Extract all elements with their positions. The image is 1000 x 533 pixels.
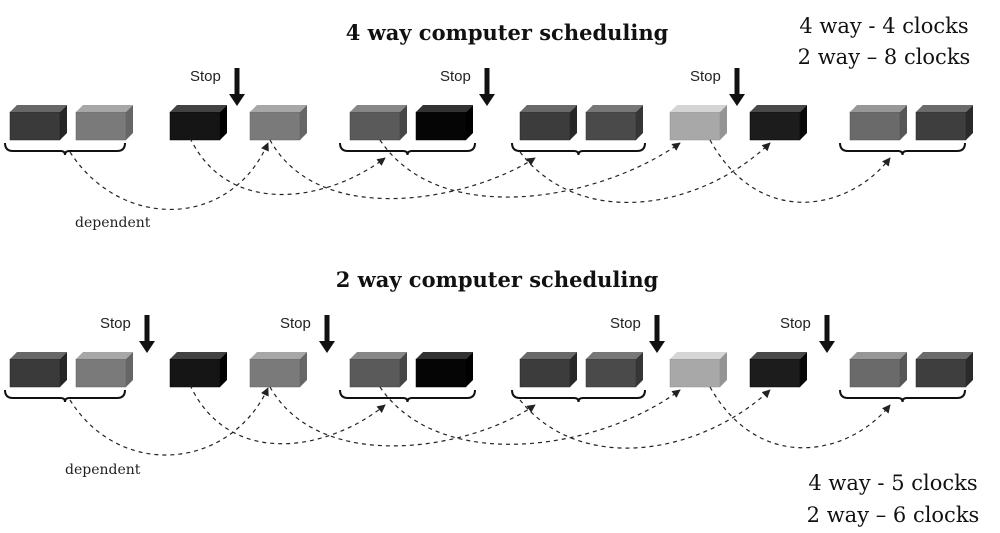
dep-arrow: [519, 142, 771, 204]
instruction-block: [349, 352, 407, 388]
instruction-block: [915, 105, 973, 141]
instruction-block: [349, 105, 407, 141]
instruction-block: [169, 105, 227, 141]
instruction-block: [585, 105, 643, 141]
issue-group-brace: [339, 389, 476, 403]
issue-group-brace: [4, 142, 126, 156]
top-title: 4 way computer scheduling: [346, 20, 669, 45]
bottom-stop-label-1: Stop: [100, 315, 131, 332]
instruction-block: [519, 352, 577, 388]
stop-arrow-icon: [319, 315, 335, 353]
top-stop-label-2: Stop: [440, 68, 471, 85]
stop-arrow-icon: [729, 68, 745, 106]
dep-arrow: [709, 386, 891, 449]
dep-arrow: [269, 139, 536, 200]
dep-arrow: [379, 386, 681, 445]
issue-group-brace: [339, 142, 476, 156]
bottom-stop-label-4: Stop: [780, 315, 811, 332]
top-stop-label-3: Stop: [690, 68, 721, 85]
bottom-section: 2 way computer scheduling Stop Stop Stop…: [4, 267, 980, 527]
dep-arrow: [269, 386, 536, 447]
instruction-block: [9, 105, 67, 141]
instruction-block: [415, 105, 473, 141]
instruction-block: [9, 352, 67, 388]
instruction-block: [169, 352, 227, 388]
top-stop-arrows: [229, 68, 745, 106]
bottom-instruction-blocks: [9, 352, 973, 388]
instruction-block: [519, 105, 577, 141]
bottom-dependent-label: dependent: [65, 462, 141, 478]
bottom-stop-label-2: Stop: [280, 315, 311, 332]
top-clocks-line-1: 4 way - 4 clocks: [799, 14, 968, 38]
issue-group-brace: [511, 142, 646, 156]
bottom-clocks-line-2: 2 way – 6 clocks: [807, 503, 980, 527]
dep-arrow: [709, 139, 891, 203]
bottom-stop-arrows: [139, 315, 835, 353]
bottom-clocks-line-1: 4 way - 5 clocks: [808, 471, 977, 495]
issue-group-brace: [839, 142, 966, 156]
stop-arrow-icon: [649, 315, 665, 353]
issue-group-brace: [4, 389, 126, 403]
dep-arrow: [519, 389, 771, 449]
top-clocks-line-2: 2 way – 8 clocks: [798, 45, 971, 69]
instruction-block: [669, 105, 727, 141]
instruction-block: [75, 352, 133, 388]
bottom-title: 2 way computer scheduling: [336, 267, 659, 292]
bottom-stop-label-3: Stop: [610, 315, 641, 332]
instruction-block: [585, 352, 643, 388]
top-section: 4 way computer scheduling 4 way - 4 cloc…: [4, 14, 973, 231]
instruction-block: [749, 352, 807, 388]
top-instruction-blocks: [9, 105, 973, 141]
top-stop-label-1: Stop: [190, 68, 221, 85]
dep-arrow: [189, 384, 386, 445]
stop-arrow-icon: [229, 68, 245, 106]
instruction-block: [249, 105, 307, 141]
dep-arrow: [69, 142, 269, 210]
top-dependent-label: dependent: [75, 215, 151, 231]
instruction-block: [249, 352, 307, 388]
instruction-block: [415, 352, 473, 388]
dep-arrow: [189, 137, 386, 195]
instruction-block: [849, 105, 907, 141]
instruction-block: [669, 352, 727, 388]
top-issue-braces: [4, 142, 966, 156]
issue-group-brace: [839, 389, 966, 403]
bottom-dependency-arrows: [69, 384, 891, 456]
stop-arrow-icon: [139, 315, 155, 353]
top-dependency-arrows: [69, 137, 891, 210]
instruction-block: [915, 352, 973, 388]
dep-arrow: [69, 387, 269, 456]
dep-arrow: [379, 139, 681, 198]
stop-arrow-icon: [819, 315, 835, 353]
instruction-block: [849, 352, 907, 388]
bottom-issue-braces: [4, 389, 966, 403]
stop-arrow-icon: [479, 68, 495, 106]
instruction-block: [749, 105, 807, 141]
issue-group-brace: [511, 389, 646, 403]
instruction-block: [75, 105, 133, 141]
